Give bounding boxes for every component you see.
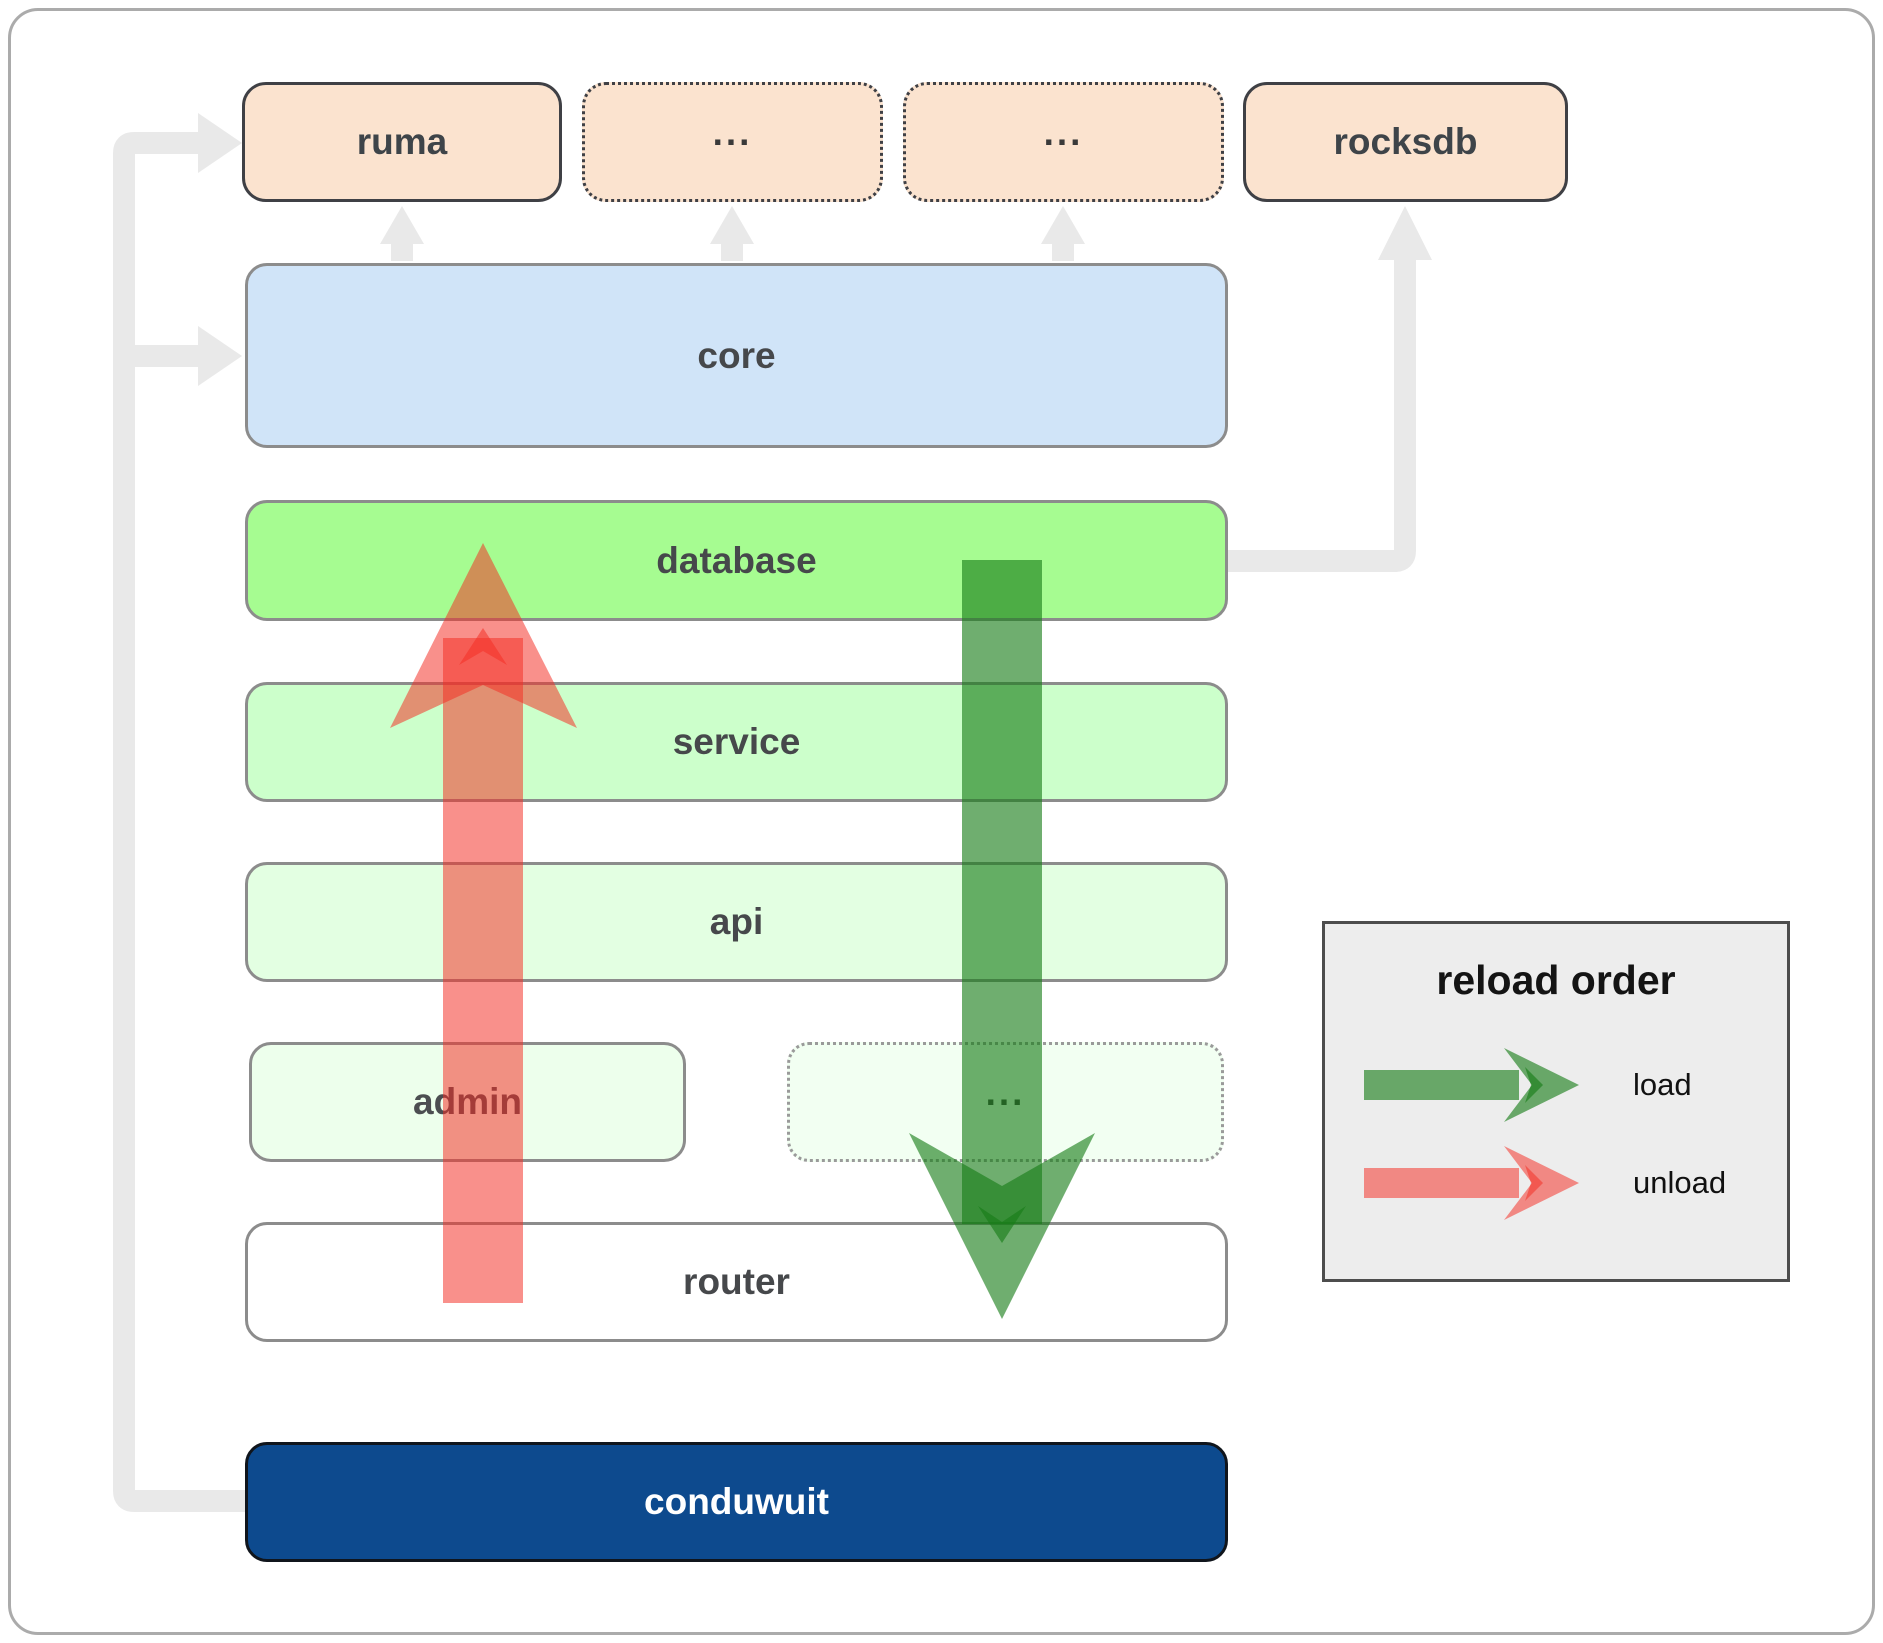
box-admin: admin (249, 1042, 686, 1162)
legend-title: reload order (1436, 957, 1676, 1003)
box-service: service (245, 682, 1228, 802)
legend-item-load: load (1359, 1045, 1692, 1125)
box-crate-ellipsis-2: ... (903, 82, 1224, 202)
box-admin-label: admin (413, 1081, 522, 1122)
arrowhead-core-ruma (380, 206, 424, 244)
arrowhead-core-ellipsis-2 (1041, 206, 1085, 244)
box-conduwuit: conduwuit (245, 1442, 1228, 1562)
legend: reload order load unload (1322, 921, 1790, 1282)
box-crate-ellipsis-1: ... (582, 82, 883, 202)
arrowhead-core-ellipsis-1 (710, 206, 754, 244)
box-router-label: router (683, 1261, 790, 1302)
box-conduwuit-label: conduwuit (644, 1481, 829, 1522)
box-rocksdb-label: rocksdb (1333, 121, 1478, 162)
connector-database-to-rocksdb (1228, 260, 1416, 572)
unload-arrow-icon (1364, 1146, 1579, 1220)
box-crate-ellipsis-2-label: ... (1043, 112, 1084, 153)
legend-unload-label: unload (1633, 1165, 1727, 1200)
box-router: router (245, 1222, 1228, 1342)
box-api-label: api (709, 901, 764, 942)
box-admin-ellipsis: ... (787, 1042, 1224, 1162)
load-arrow-icon (1364, 1048, 1579, 1122)
box-service-label: service (672, 721, 801, 762)
box-api: api (245, 862, 1228, 982)
legend-load-label: load (1633, 1067, 1692, 1102)
box-core-label: core (697, 334, 776, 376)
box-core: core (245, 263, 1228, 448)
box-database: database (245, 500, 1228, 621)
connector-conduwuit-to-top (113, 132, 246, 1512)
arrowhead-into-rocksdb (1378, 206, 1432, 260)
diagram-frame (8, 8, 1875, 1635)
box-crate-ellipsis-1-label: ... (712, 112, 753, 153)
arrowhead-into-ruma (198, 113, 242, 173)
box-ruma: ruma (242, 82, 562, 202)
box-ruma-label: ruma (356, 121, 448, 162)
box-admin-ellipsis-label: ... (985, 1072, 1026, 1113)
box-database-label: database (656, 539, 817, 581)
arrowhead-into-core (198, 326, 242, 386)
legend-item-unload: unload (1359, 1143, 1726, 1223)
box-rocksdb: rocksdb (1243, 82, 1568, 202)
